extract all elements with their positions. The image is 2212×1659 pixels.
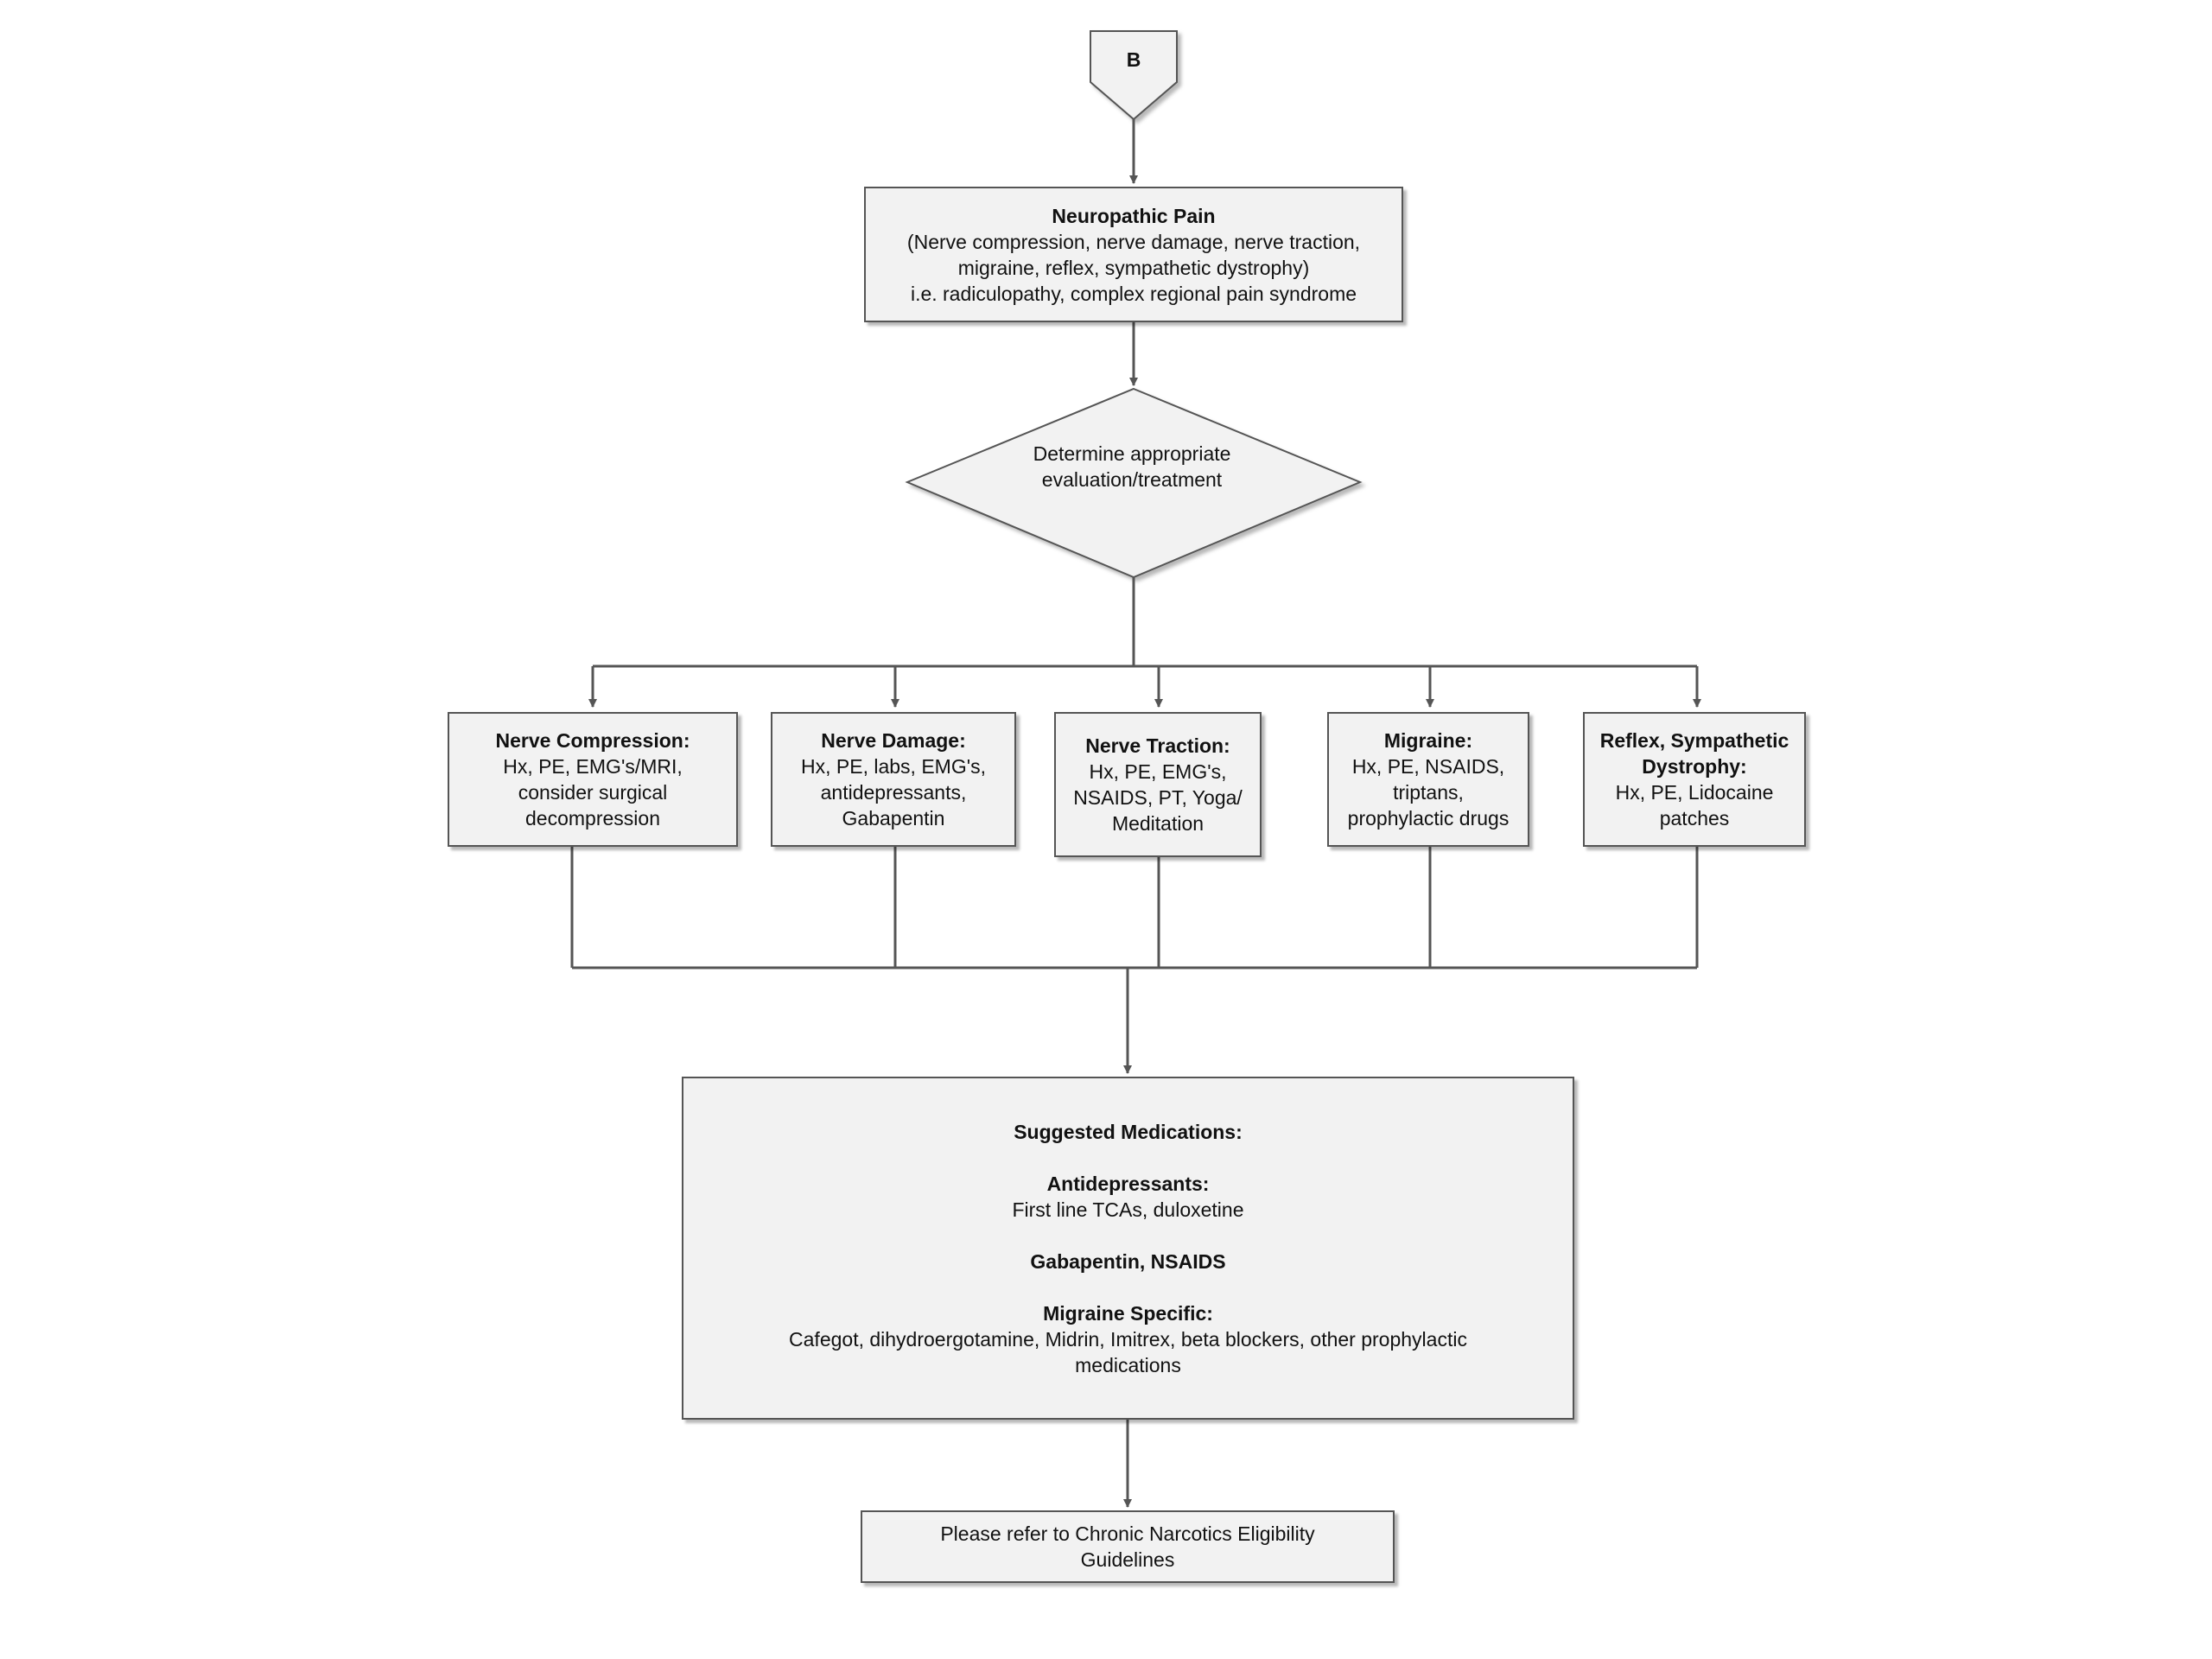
branch-reflex-sympathetic-dystrophy-box: Reflex, Sympathetic Dystrophy: Hx, PE, L… bbox=[1583, 712, 1806, 847]
branch-migraine-line-2: triptans, bbox=[1393, 781, 1464, 804]
branch-nerve-compression-line-1: Hx, PE, EMG's/MRI, bbox=[503, 755, 683, 778]
final-line-2: Guidelines bbox=[1080, 1548, 1175, 1571]
decision-label: Determine appropriate evaluation/treatme… bbox=[950, 441, 1313, 493]
branch-nerve-damage-box: Nerve Damage: Hx, PE, labs, EMG's, antid… bbox=[771, 712, 1016, 847]
branch-nerve-damage-title: Nerve Damage: bbox=[821, 729, 966, 752]
branch-nerve-traction-line-1: Hx, PE, EMG's, bbox=[1089, 760, 1227, 783]
antidepressants-text: First line TCAs, duloxetine bbox=[1012, 1198, 1244, 1221]
neuropathic-pain-box: Neuropathic Pain (Nerve compression, ner… bbox=[864, 187, 1403, 322]
neuropathic-pain-line-3: i.e. radiculopathy, complex regional pai… bbox=[910, 282, 1357, 305]
branch-reflex-title-line-2: Dystrophy: bbox=[1642, 755, 1747, 778]
branch-nerve-traction-box: Nerve Traction: Hx, PE, EMG's, NSAIDS, P… bbox=[1054, 712, 1262, 857]
decision-line-1: Determine appropriate bbox=[1033, 442, 1231, 465]
migraine-specific-line-2: medications bbox=[1075, 1353, 1181, 1376]
branch-nerve-traction-line-3: Meditation bbox=[1111, 812, 1205, 835]
offpage-connector-label: B bbox=[1126, 48, 1141, 71]
branch-nerve-compression-box: Nerve Compression: Hx, PE, EMG's/MRI, co… bbox=[448, 712, 738, 847]
branch-migraine-line-3: prophylactic drugs bbox=[1347, 807, 1510, 830]
branch-nerve-traction-title: Nerve Traction: bbox=[1085, 734, 1230, 757]
decision-line-2: evaluation/treatment bbox=[1041, 468, 1223, 491]
branch-migraine-title: Migraine: bbox=[1383, 729, 1473, 752]
branch-nerve-compression-line-3: decompression bbox=[525, 807, 660, 830]
neuropathic-pain-title: Neuropathic Pain bbox=[1052, 204, 1216, 227]
branch-nerve-compression-title: Nerve Compression: bbox=[495, 729, 690, 752]
suggested-medications-box: Suggested Medications: Antidepressants: … bbox=[682, 1077, 1574, 1420]
branch-nerve-damage-line-3: Gabapentin bbox=[842, 807, 945, 830]
branch-nerve-traction-line-2: NSAIDS, PT, Yoga/ bbox=[1073, 786, 1243, 809]
migraine-specific-title: Migraine Specific: bbox=[1043, 1301, 1213, 1325]
branch-reflex-line-1: Hx, PE, Lidocaine bbox=[1615, 781, 1774, 804]
final-line-1: Please refer to Chronic Narcotics Eligib… bbox=[940, 1522, 1315, 1545]
antidepressants-title: Antidepressants: bbox=[1046, 1172, 1210, 1195]
neuropathic-pain-line-1: (Nerve compression, nerve damage, nerve … bbox=[906, 230, 1361, 253]
branch-reflex-line-2: patches bbox=[1659, 807, 1730, 830]
gabapentin-title: Gabapentin, NSAIDS bbox=[1030, 1249, 1226, 1273]
branch-nerve-compression-line-2: consider surgical bbox=[518, 781, 668, 804]
neuropathic-pain-line-2: migraine, reflex, sympathetic dystrophy) bbox=[957, 256, 1310, 279]
migraine-specific-line-1: Cafegot, dihydroergotamine, Midrin, Imit… bbox=[789, 1327, 1467, 1351]
medications-title: Suggested Medications: bbox=[1014, 1120, 1243, 1143]
offpage-connector-shape bbox=[1090, 30, 1178, 121]
branch-nerve-damage-line-1: Hx, PE, labs, EMG's, bbox=[801, 755, 986, 778]
branch-reflex-title-line-1: Reflex, Sympathetic bbox=[1599, 729, 1789, 752]
branch-migraine-box: Migraine: Hx, PE, NSAIDS, triptans, prop… bbox=[1327, 712, 1529, 847]
narcotics-guidelines-box: Please refer to Chronic Narcotics Eligib… bbox=[861, 1510, 1395, 1583]
branch-migraine-line-1: Hx, PE, NSAIDS, bbox=[1351, 755, 1505, 778]
branch-nerve-damage-line-2: antidepressants, bbox=[820, 781, 967, 804]
